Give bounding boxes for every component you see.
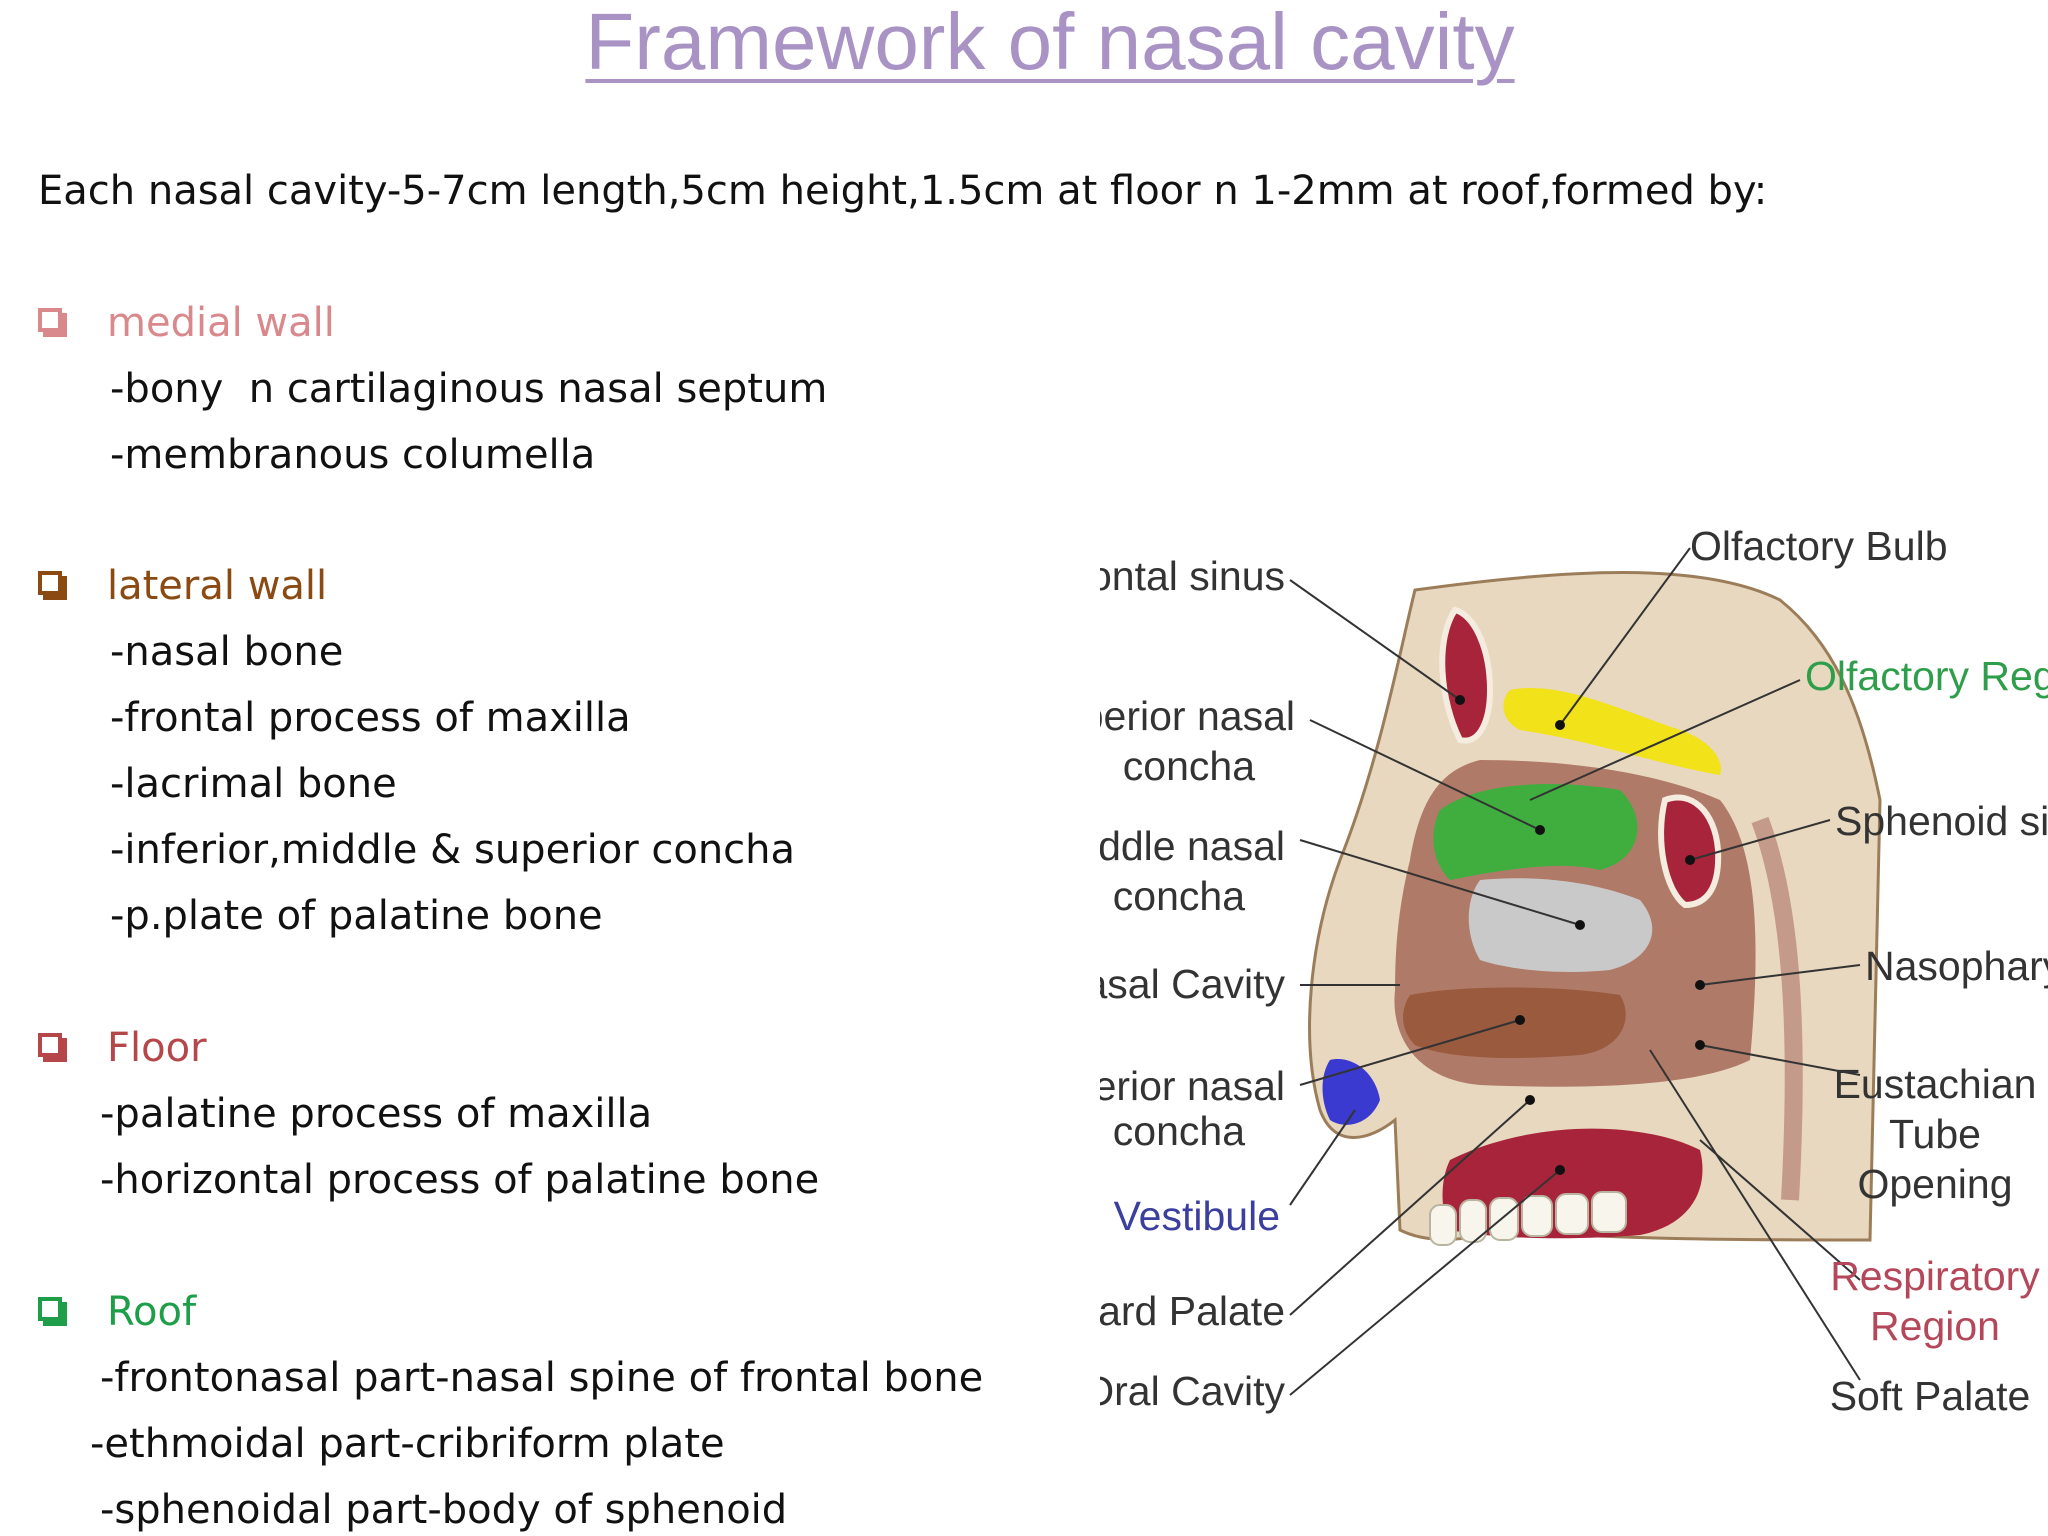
label-respiratory: Respiratory xyxy=(1830,1253,2040,1299)
list-item: -lacrimal bone xyxy=(110,761,397,807)
label-olfactory-region: Olfactory Region xyxy=(1805,653,2048,699)
frontal-sinus-shape xyxy=(1439,606,1494,744)
label-vestibule: Vestibule xyxy=(1114,1193,1280,1239)
checkbox-bullet-icon xyxy=(38,1033,62,1057)
label-superior-nasal: Superior nasal xyxy=(1100,693,1295,739)
section-heading-label: medial wall xyxy=(107,300,335,346)
list-item: -nasal bone xyxy=(110,629,344,675)
section-heading-label: lateral wall xyxy=(107,563,328,609)
section-heading-medial-wall: medial wall xyxy=(38,300,335,346)
sphenoid-sinus-shape xyxy=(1658,794,1722,909)
checkbox-bullet-icon xyxy=(38,308,62,332)
label-nasal-cavity: Nasal Cavity xyxy=(1100,961,1285,1007)
list-item: -inferior,middle & superior concha xyxy=(110,827,796,873)
leader-dots xyxy=(1455,695,1705,1175)
list-item: -membranous columella xyxy=(110,432,596,478)
label-eustachian-opening: Opening xyxy=(1857,1161,2012,1207)
label-sphenoid-sinus: Sphenoid sinus xyxy=(1835,798,2048,844)
section-heading-roof: Roof xyxy=(38,1289,196,1335)
label-superior-nasal-concha: concha xyxy=(1123,743,1255,789)
vestibule-area xyxy=(1322,1059,1380,1125)
label-oral-cavity: Oral Cavity xyxy=(1100,1368,1285,1414)
list-item: -frontal process of maxilla xyxy=(110,695,631,741)
label-respiratory-region: Region xyxy=(1870,1303,2000,1349)
label-middle-nasal: Middle nasal xyxy=(1100,823,1285,869)
list-item: -p.plate of palatine bone xyxy=(110,893,603,939)
list-item: -sphenoidal part-body of sphenoid xyxy=(100,1487,788,1533)
section-heading-label: Roof xyxy=(107,1289,197,1335)
section-heading-label: Floor xyxy=(107,1025,207,1071)
page-title: Framework of nasal cavity xyxy=(585,0,1515,86)
label-soft-palate: Soft Palate xyxy=(1830,1373,2031,1419)
leader-lines xyxy=(1289,547,1861,1396)
list-item: -frontonasal part-nasal spine of frontal… xyxy=(100,1355,984,1401)
inferior-concha-shape xyxy=(1403,987,1626,1058)
list-item: -bony n cartilaginous nasal septum xyxy=(110,366,828,412)
label-inferior-nasal-concha: concha xyxy=(1113,1108,1245,1154)
teeth-shapes xyxy=(1429,1191,1627,1246)
nasal-cavity-diagram: Frontal sinus Superior nasal concha Midd… xyxy=(1100,523,2048,1419)
list-item: -palatine process of maxilla xyxy=(100,1091,653,1137)
label-inferior-nasal: Inferior nasal xyxy=(1100,1063,1285,1109)
intro-text: Each nasal cavity-5-7cm length,5cm heigh… xyxy=(38,168,1768,214)
checkbox-bullet-icon xyxy=(38,1297,62,1321)
label-frontal-sinus: Frontal sinus xyxy=(1100,553,1285,599)
label-nasopharynx: Nasopharynx xyxy=(1865,943,2048,989)
label-middle-nasal-concha: concha xyxy=(1113,873,1245,919)
middle-concha-shape xyxy=(1468,878,1653,972)
label-hard-palate: Hard Palate xyxy=(1100,1288,1285,1334)
label-olfactory-bulb: Olfactory Bulb xyxy=(1690,523,1948,569)
olfactory-bulb-shape xyxy=(1503,688,1721,775)
section-heading-floor: Floor xyxy=(38,1025,207,1071)
section-heading-lateral-wall: lateral wall xyxy=(38,563,327,609)
checkbox-bullet-icon xyxy=(38,571,62,595)
list-item: -horizontal process of palatine bone xyxy=(100,1157,820,1203)
list-item: -ethmoidal part-cribriform plate xyxy=(90,1421,725,1467)
label-eustachian: Eustachian xyxy=(1834,1061,2037,1107)
label-eustachian-tube: Tube xyxy=(1889,1111,1981,1157)
pharynx-shape xyxy=(1751,816,1803,1201)
